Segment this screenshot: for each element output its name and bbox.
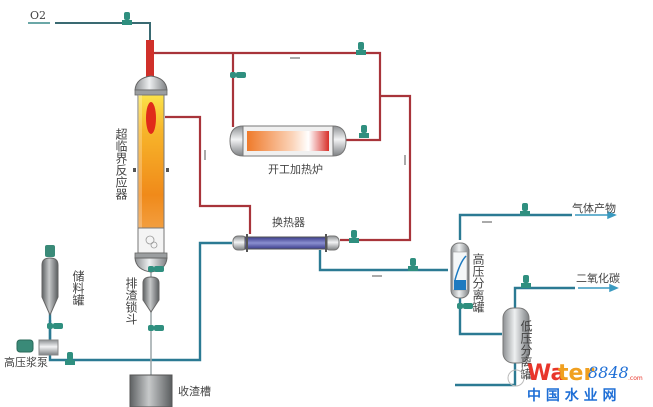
reactor-label: 超临界反应器 xyxy=(114,127,128,201)
valve-icon xyxy=(520,203,530,216)
hp-separator-label: 高压分离罐 xyxy=(471,252,485,314)
valve-icon xyxy=(148,266,164,272)
watermark: Wa ter 8848 .com 中 国 水 业 网 xyxy=(507,361,643,404)
slag-lock-hopper-label: 排渣锁斗 xyxy=(124,277,138,325)
startup-heater xyxy=(229,125,347,157)
valve-icon xyxy=(359,125,369,138)
tank-motor-icon xyxy=(45,245,55,257)
valve-icon xyxy=(148,325,164,331)
valve-icon xyxy=(65,352,75,365)
oxygen-label: O2 xyxy=(30,9,46,22)
oxygen-line xyxy=(28,22,151,42)
valve-icon xyxy=(230,72,246,78)
watermark-number: 8848 xyxy=(588,363,629,382)
valve-icon xyxy=(349,230,359,243)
flow-arrows xyxy=(204,57,492,277)
slag-tank-label: 收渣槽 xyxy=(178,384,211,398)
valve-icon xyxy=(122,12,132,25)
lp-separator-label: 低压分离罐 xyxy=(519,320,533,381)
slag-lock-hopper xyxy=(142,276,160,313)
heater-label: 开工加热炉 xyxy=(268,163,323,176)
valve-icon xyxy=(408,258,418,271)
valve-icon xyxy=(457,303,473,309)
hot-lines xyxy=(154,51,412,242)
watermark-brand-a: Wa xyxy=(527,361,565,386)
slag-tank xyxy=(129,374,173,407)
storage-tank xyxy=(41,245,59,317)
watermark-brand-b: ter xyxy=(558,361,594,386)
heat-exchanger xyxy=(232,234,340,252)
reactor-inlet-pipe xyxy=(146,40,154,85)
gas-product-label: 气体产物 xyxy=(572,201,616,215)
lp-separator xyxy=(502,307,530,364)
valve-icon xyxy=(47,323,63,329)
heat-exchanger-label: 换热器 xyxy=(272,215,305,229)
slurry-pump-label: 高压浆泵 xyxy=(4,355,48,369)
hp-separator xyxy=(450,242,470,299)
slurry-pump xyxy=(16,339,59,356)
watermark-cn: 中 国 水 业 网 xyxy=(527,387,617,404)
supercritical-reactor xyxy=(133,75,169,273)
product-arrows xyxy=(575,210,619,293)
storage-tank-label: 储料罐 xyxy=(71,269,85,307)
valve-icon xyxy=(356,42,366,55)
wechat-icon xyxy=(507,369,525,387)
co2-label: 二氧化碳 xyxy=(576,271,620,285)
watermark-com: .com xyxy=(628,375,643,382)
valve-icon xyxy=(521,275,531,288)
flame-core xyxy=(146,102,156,134)
valves xyxy=(47,12,531,365)
